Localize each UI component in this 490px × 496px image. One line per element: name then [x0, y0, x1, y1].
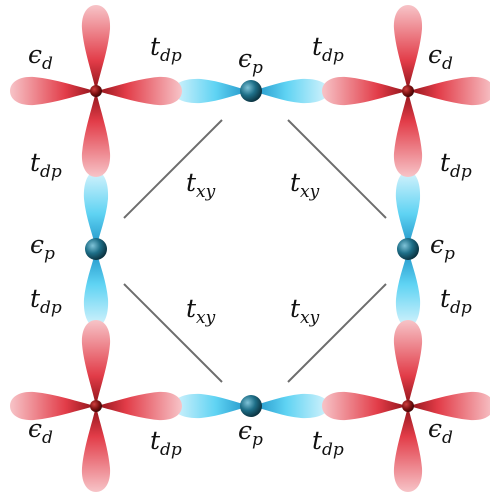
hopping-xy-label: txy: [186, 294, 216, 328]
p-atom: [397, 238, 419, 260]
hopping-dp-label: tdp: [440, 284, 472, 318]
hopping-dp-label: tdp: [30, 284, 62, 318]
p-orbital-lobe: [173, 78, 251, 104]
p-orbital-lobe: [83, 171, 109, 249]
hopping-xy-label: txy: [290, 168, 320, 202]
d-orbital-lobe: [96, 76, 182, 106]
d-orbital-lobe: [81, 320, 111, 406]
hopping-lines: [123, 119, 387, 383]
onsite-p-label: ϵp: [238, 44, 263, 78]
onsite-p-label: ϵp: [238, 416, 263, 450]
p-atom: [240, 80, 262, 102]
d-orbital-lobe: [81, 91, 111, 177]
onsite-d-label: ϵd: [28, 40, 53, 74]
p-atom: [240, 395, 262, 417]
hopping-dp-label: tdp: [150, 32, 182, 66]
p-atom: [85, 238, 107, 260]
onsite-d-label: ϵd: [28, 414, 53, 448]
d-atom: [90, 85, 102, 97]
p-orbital-lobe: [251, 393, 329, 419]
d-orbital-lobe: [393, 406, 423, 492]
d-orbital-lobe: [10, 391, 96, 421]
d-orbital-lobe: [393, 5, 423, 91]
hopping-dp-label: tdp: [312, 32, 344, 66]
hopping-dp-label: tdp: [150, 426, 182, 460]
txy-hopping-line: [287, 283, 387, 383]
hopping-xy-label: txy: [290, 294, 320, 328]
hopping-dp-label: tdp: [30, 148, 62, 182]
onsite-p-label: ϵp: [430, 230, 455, 264]
d-atom: [402, 85, 414, 97]
d-orbital-lobe: [96, 391, 182, 421]
orbitals: [10, 5, 490, 492]
d-atom: [90, 400, 102, 412]
p-orbital-lobe: [173, 393, 251, 419]
hopping-dp-label: tdp: [440, 148, 472, 182]
hopping-xy-label: txy: [186, 168, 216, 202]
hopping-dp-label: tdp: [312, 426, 344, 460]
p-orbital-lobe: [395, 249, 421, 327]
txy-hopping-line: [287, 119, 387, 219]
onsite-p-label: ϵp: [30, 230, 55, 264]
d-orbital-lobe: [322, 391, 408, 421]
d-atom: [402, 400, 414, 412]
onsite-d-label: ϵd: [428, 40, 453, 74]
onsite-d-label: ϵd: [428, 414, 453, 448]
txy-hopping-line: [123, 119, 223, 219]
d-orbital-lobe: [408, 76, 490, 106]
d-orbital-lobe: [81, 5, 111, 91]
d-orbital-lobe: [10, 76, 96, 106]
d-orbital-lobe: [393, 320, 423, 406]
d-orbital-lobe: [81, 406, 111, 492]
d-orbital-lobe: [393, 91, 423, 177]
p-orbital-lobe: [251, 78, 329, 104]
p-orbital-lobe: [395, 171, 421, 249]
d-orbital-lobe: [322, 76, 408, 106]
txy-hopping-line: [123, 283, 223, 383]
p-orbital-lobe: [83, 249, 109, 327]
